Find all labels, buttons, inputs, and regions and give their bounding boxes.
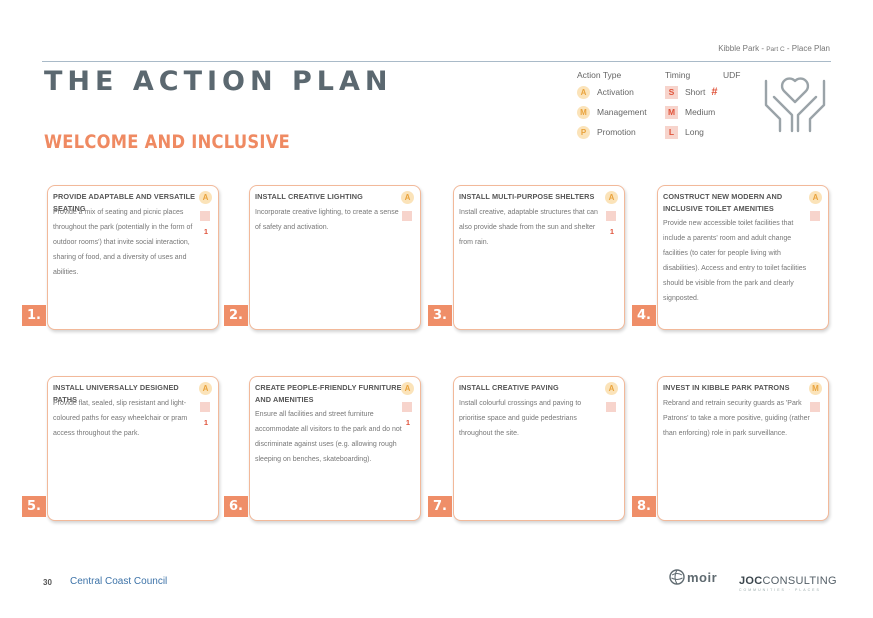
legend-label: Activation bbox=[597, 87, 634, 97]
udf-reference: 1 bbox=[203, 227, 208, 236]
heart-in-hands-icon bbox=[764, 77, 826, 133]
action-card: INSTALL CREATIVE PAVING Install colourful… bbox=[453, 376, 625, 521]
legend-label: Long bbox=[685, 127, 704, 137]
action-number-tab: 7. bbox=[428, 496, 452, 517]
management-badge-icon: M bbox=[577, 105, 590, 119]
council-name: Central Coast Council bbox=[70, 576, 168, 587]
legend-row-medium: M Medium bbox=[665, 102, 717, 122]
timing-indicator bbox=[810, 402, 820, 412]
activation-badge-icon: A bbox=[577, 85, 590, 99]
timing-indicator bbox=[402, 211, 412, 221]
activation-badge-icon: A bbox=[401, 191, 414, 204]
joc-logo-subtitle: COMMUNITIES · PLACES bbox=[739, 588, 821, 592]
legend-timing: Timing S Short # M Medium L Long bbox=[665, 68, 717, 142]
udf-reference: 1 bbox=[609, 227, 614, 236]
long-timing-icon: L bbox=[665, 125, 678, 139]
action-card: INSTALL CREATIVE LIGHTING Incorporate cre… bbox=[249, 185, 421, 330]
timing-indicator bbox=[200, 402, 210, 412]
timing-indicator bbox=[810, 211, 820, 221]
legend-row-activation: A Activation bbox=[577, 82, 647, 102]
moir-logo-text: moir bbox=[687, 569, 718, 585]
action-card-title: INSTALL CREATIVE LIGHTING bbox=[255, 192, 363, 201]
legend-udf: UDF bbox=[723, 68, 740, 82]
section-title: WELCOME AND INCLUSIVE bbox=[44, 131, 291, 153]
action-card: CREATE PEOPLE-FRIENDLY FURNITURE AND AME… bbox=[249, 376, 421, 521]
joc-logo-rest: CONSULTING bbox=[762, 575, 837, 587]
legend-action-type: Action Type A Activation M Management P … bbox=[577, 68, 647, 142]
timing-indicator bbox=[606, 211, 616, 221]
page-title: THE ACTION PLAN bbox=[44, 66, 393, 97]
action-card-description: Rebrand and retrain security guards as '… bbox=[663, 400, 810, 437]
joc-logo-bold: JOC bbox=[739, 575, 763, 587]
legend-row-long: L Long bbox=[665, 122, 717, 142]
action-card-title: INVEST IN KIBBLE PARK PATRONS bbox=[663, 383, 790, 392]
action-number-tab: 1. bbox=[22, 305, 46, 326]
management-badge-icon: M bbox=[809, 382, 822, 395]
action-card-description: Install creative, adaptable structures t… bbox=[459, 209, 598, 246]
header-divider bbox=[42, 61, 831, 62]
timing-indicator bbox=[200, 211, 210, 221]
legend-label: Medium bbox=[685, 107, 716, 117]
doc-ref-main: Kibble Park - bbox=[718, 44, 767, 53]
action-card-description: Provide new accessible toilet facilities… bbox=[663, 220, 807, 302]
legend-row-short: S Short # bbox=[665, 82, 717, 102]
promotion-badge-icon: P bbox=[577, 125, 590, 139]
page-number: 30 bbox=[43, 578, 52, 587]
medium-timing-icon: M bbox=[665, 105, 678, 119]
globe-logo-icon bbox=[669, 569, 685, 585]
moir-logo: moir bbox=[669, 569, 717, 585]
activation-badge-icon: A bbox=[401, 382, 414, 395]
action-number-tab: 8. bbox=[632, 496, 656, 517]
document-reference: Kibble Park - Part C - Place Plan bbox=[718, 44, 830, 53]
action-card-description: Provide a mix of seating and picnic plac… bbox=[53, 209, 193, 276]
action-card-description: Incorporate creative lighting, to create… bbox=[255, 209, 399, 231]
action-card: CONSTRUCT NEW MODERN AND INCLUSIVE TOILE… bbox=[657, 185, 829, 330]
action-card-title: INSTALL MULTI-PURPOSE SHELTERS bbox=[459, 192, 595, 201]
action-number-tab: 4. bbox=[632, 305, 656, 326]
action-card-description: Provide flat, sealed, slip resistant and… bbox=[53, 400, 188, 437]
activation-badge-icon: A bbox=[605, 191, 618, 204]
legend-action-type-heading: Action Type bbox=[577, 70, 622, 80]
activation-badge-icon: A bbox=[199, 382, 212, 395]
udf-reference: 1 bbox=[203, 418, 208, 427]
action-card-title: CREATE PEOPLE-FRIENDLY FURNITURE AND AME… bbox=[255, 383, 402, 404]
udf-hash-symbol: # bbox=[711, 86, 718, 98]
activation-badge-icon: A bbox=[809, 191, 822, 204]
timing-indicator bbox=[402, 402, 412, 412]
action-number-tab: 3. bbox=[428, 305, 452, 326]
legend-udf-heading: UDF bbox=[723, 70, 741, 80]
doc-ref-part: Part C bbox=[766, 46, 785, 53]
doc-ref-tail: - Place Plan bbox=[784, 44, 830, 53]
action-card-title: PROVIDE ADAPTABLE AND VERSATILE SEATING bbox=[53, 192, 196, 213]
action-card-description: Install colourful crossings and paving t… bbox=[459, 400, 582, 437]
timing-indicator bbox=[606, 402, 616, 412]
action-card: INVEST IN KIBBLE PARK PATRONS Rebrand and… bbox=[657, 376, 829, 521]
joc-consulting-logo: JOCCONSULTING COMMUNITIES · PLACES bbox=[739, 575, 837, 592]
legend-label: Short bbox=[685, 87, 706, 97]
legend-label: Management bbox=[597, 107, 647, 117]
legend-row-management: M Management bbox=[577, 102, 647, 122]
action-number-tab: 5. bbox=[22, 496, 46, 517]
legend-row-promotion: P Promotion bbox=[577, 122, 647, 142]
action-card-title: CONSTRUCT NEW MODERN AND INCLUSIVE TOILE… bbox=[663, 192, 783, 213]
action-card-title: INSTALL CREATIVE PAVING bbox=[459, 383, 559, 392]
activation-badge-icon: A bbox=[605, 382, 618, 395]
short-timing-icon: S bbox=[665, 85, 678, 99]
action-card: INSTALL MULTI-PURPOSE SHELTERS Install cr… bbox=[453, 185, 625, 330]
action-number-tab: 2. bbox=[224, 305, 248, 326]
udf-reference: 1 bbox=[405, 418, 410, 427]
activation-badge-icon: A bbox=[199, 191, 212, 204]
action-card-description: Ensure all facilities and street furnitu… bbox=[255, 411, 402, 463]
action-number-tab: 6. bbox=[224, 496, 248, 517]
action-card-title: INSTALL UNIVERSALLY DESIGNED PATHS bbox=[53, 383, 179, 404]
legend-label: Promotion bbox=[597, 127, 636, 137]
legend-timing-heading: Timing bbox=[665, 70, 691, 80]
